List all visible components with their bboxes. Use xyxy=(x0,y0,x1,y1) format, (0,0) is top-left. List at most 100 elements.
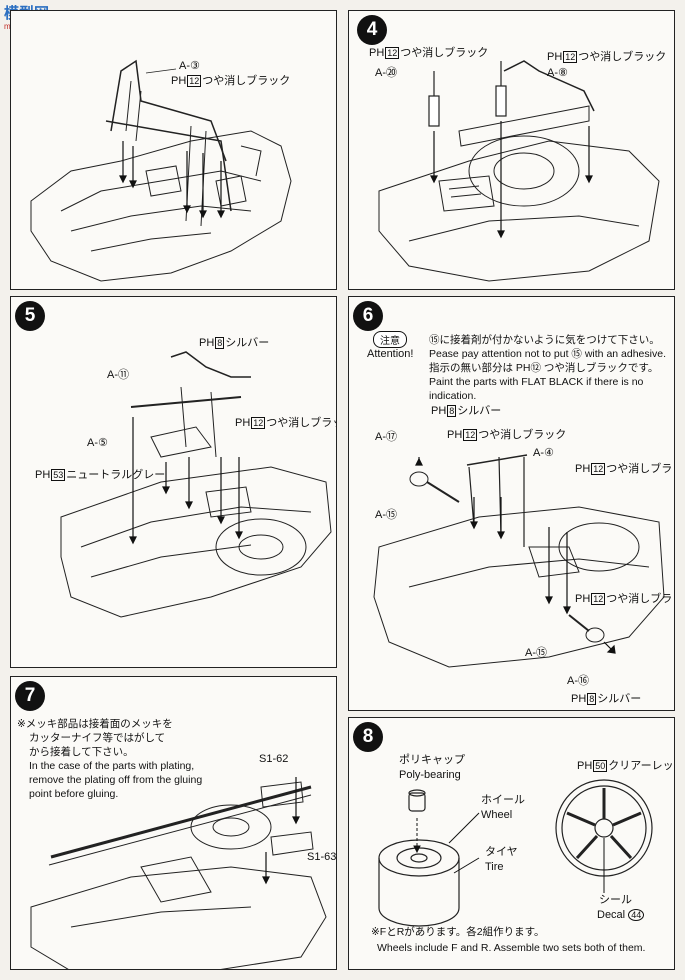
plating-jp-1: ※メッキ部品は接着面のメッキを xyxy=(17,718,173,730)
step-6-panel: 6 注意 Attention! ⑮に接着剤が付かないように気をつけて下さい。 P… xyxy=(348,296,675,711)
step-7-part-63: S1-63 xyxy=(307,851,337,863)
paint-prefix: PH xyxy=(199,337,215,349)
step-4-part-left: A-⑳ xyxy=(375,67,397,79)
poly-bearing-en: Poly-bearing xyxy=(399,769,461,781)
paint-name: つや消しブラック xyxy=(478,429,567,441)
poly-bearing-jp: ポリキャップ xyxy=(399,754,465,766)
caution-en-2: Paint the parts with FLAT BLACK if there… xyxy=(429,376,644,402)
step-3-illustration xyxy=(30,59,292,282)
caution-jp-1: ⑮に接着剤が付かないように気をつけて下さい。 xyxy=(429,334,660,346)
step-5-number: 5 xyxy=(15,301,45,331)
paint-code: 50 xyxy=(593,760,608,772)
step-7-number: 7 xyxy=(15,681,45,711)
paint-prefix: PH xyxy=(575,593,591,605)
paint-prefix: PH xyxy=(235,417,251,429)
step-6-part-16: A-⑯ xyxy=(567,675,589,687)
paint-prefix: PH xyxy=(447,429,463,441)
step-6-number: 6 xyxy=(353,301,383,331)
step-8-footer-en: Wheels include F and R. Assemble two set… xyxy=(377,942,646,954)
step-6-part-17: A-⑰ xyxy=(375,431,397,443)
paint-code: 12 xyxy=(187,75,202,87)
paint-name: つや消しブラック xyxy=(606,593,674,605)
caution-jp-2: 指示の無い部分は PH⑫ つや消しブラックです。 xyxy=(429,362,659,374)
paint-code: 12 xyxy=(563,51,578,63)
step-7-panel: 7 ※メッキ部品は接着面のメッキを カッターナイフ等ではがして から接着して下さ… xyxy=(10,676,337,970)
paint-name: シルバー xyxy=(457,405,502,417)
paint-code: 12 xyxy=(591,463,606,475)
decal-jp: シール xyxy=(599,894,632,906)
paint-name: シルバー xyxy=(225,337,270,349)
paint-name: クリアーレッド xyxy=(608,760,674,772)
paint-prefix: PH xyxy=(577,760,593,772)
paint-prefix: PH xyxy=(575,463,591,475)
paint-code: 8 xyxy=(447,405,457,417)
plating-jp-2: カッターナイフ等ではがして xyxy=(29,732,166,744)
paint-code: 53 xyxy=(51,469,66,481)
step-8-illustration xyxy=(378,779,653,927)
paint-name: つや消しブラック xyxy=(202,75,291,87)
caution-text: ⑮に接着剤が付かないように気をつけて下さい。 Pease pay attenti… xyxy=(429,333,669,403)
paint-name: ニュートラルグレー xyxy=(66,469,166,481)
paint-code: 12 xyxy=(251,417,266,429)
paint-code: 12 xyxy=(591,593,606,605)
paint-code: 12 xyxy=(463,429,478,441)
paint-name: つや消しブラック xyxy=(578,51,667,63)
caution-chip: 注意 xyxy=(373,331,407,348)
step-6-part-15a: A-⑮ xyxy=(375,509,397,521)
paint-prefix: PH xyxy=(171,75,187,87)
plating-note: ※メッキ部品は接着面のメッキを カッターナイフ等ではがして から接着して下さい。… xyxy=(17,717,247,801)
paint-name: シルバー xyxy=(597,693,642,705)
paint-prefix: PH xyxy=(369,47,385,59)
step-6-part-15b: A-⑮ xyxy=(525,647,547,659)
decal-label: Decal xyxy=(597,909,626,921)
plating-en-1: In the case of the parts with plating, xyxy=(29,760,195,772)
step-8-footer-jp: ※FとRがあります。各2組作ります。 xyxy=(371,926,545,938)
step-5-illustration xyxy=(60,351,332,618)
step-6-illustration xyxy=(373,454,665,668)
step-4-part-right: A-⑧ xyxy=(547,67,568,79)
step-8-paint-red: PH50クリアーレッド xyxy=(577,760,674,773)
paint-prefix: PH xyxy=(571,693,587,705)
step-8-number: 8 xyxy=(353,722,383,752)
decal-en: Decal 44 xyxy=(597,909,645,922)
paint-code: 8 xyxy=(215,337,225,349)
paint-name: つや消しブラック xyxy=(606,463,674,475)
decal-number: 44 xyxy=(628,909,645,921)
step-7-illustration xyxy=(30,777,327,969)
step-6-part-4: A-④ xyxy=(533,447,554,459)
wheel-en: Wheel xyxy=(481,809,513,821)
paint-code: 8 xyxy=(587,693,597,705)
step-4-number: 4 xyxy=(357,15,387,45)
step-7-part-62: S1-62 xyxy=(259,753,289,765)
plating-en-3: point before gluing. xyxy=(29,788,119,800)
plating-jp-3: から接着して下さい。 xyxy=(29,746,134,758)
tire-en: Tire xyxy=(485,861,504,873)
step-4-illustration xyxy=(378,60,660,282)
wheel-jp: ホイール xyxy=(481,794,525,806)
paint-name: つや消しブラック xyxy=(400,47,489,59)
tire-jp: タイヤ xyxy=(485,846,518,858)
paint-code: 12 xyxy=(385,47,400,59)
paint-prefix: PH xyxy=(35,469,51,481)
paint-name: つや消しブラック xyxy=(266,417,336,429)
paint-prefix: PH xyxy=(547,51,563,63)
step-5-part-5: A-⑤ xyxy=(87,437,108,449)
step-3-part-label: A-③ xyxy=(179,60,200,72)
step-5-part-11: A-⑪ xyxy=(107,369,129,381)
caution-title: Attention! xyxy=(367,348,414,360)
paint-prefix: PH xyxy=(431,405,447,417)
